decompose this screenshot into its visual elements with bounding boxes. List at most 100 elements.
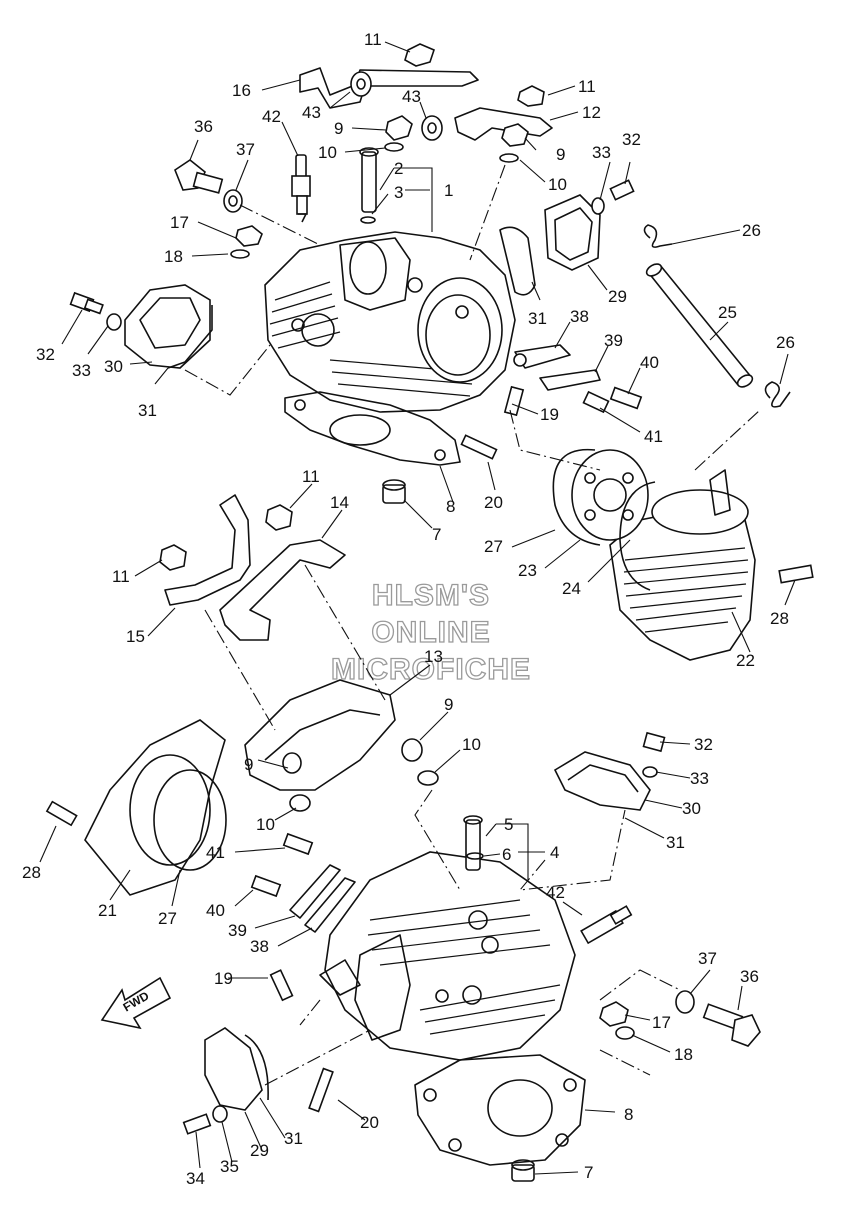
callout-40: 40 (640, 353, 659, 372)
nut-17-upper (230, 225, 263, 259)
watermark: HLSM'S ONLINE MICROFICHE (330, 578, 531, 686)
callout-27: 27 (484, 537, 503, 556)
rear-cylinder-head (264, 231, 516, 413)
callout-43: 43 (402, 87, 421, 106)
watermark-line-3: MICROFICHE (331, 653, 531, 686)
front-head-fins (367, 899, 561, 1035)
watermark-line-2: ONLINE (371, 616, 490, 649)
callout-13: 13 (424, 647, 443, 666)
tappet-cover-left (69, 284, 213, 369)
callout-8: 8 (624, 1105, 633, 1124)
callout-18: 18 (674, 1045, 693, 1064)
callout-23: 23 (518, 561, 537, 580)
stud-20-upper (460, 385, 525, 460)
callout-33: 33 (690, 769, 709, 788)
callout-30: 30 (104, 357, 123, 376)
callout-37: 37 (698, 949, 717, 968)
head-gasket-upper (284, 391, 461, 504)
callout-36: 36 (740, 967, 759, 986)
callout-31: 31 (528, 309, 547, 328)
callout-10: 10 (318, 143, 337, 162)
callout-41: 41 (644, 427, 663, 446)
breather-hose (643, 224, 791, 408)
callout-31: 31 (666, 833, 685, 852)
tappet-cover-lower-right (553, 731, 666, 811)
callout-34: 34 (186, 1169, 205, 1188)
callout-19: 19 (540, 405, 559, 424)
lower-brackets (159, 494, 439, 812)
callout-11: 11 (364, 30, 382, 49)
callout-33: 33 (592, 143, 611, 162)
callout-11: 11 (112, 567, 130, 586)
callout-10: 10 (548, 175, 567, 194)
cylinder-fins (623, 547, 749, 633)
callout-9: 9 (244, 755, 253, 774)
callout-18: 18 (164, 247, 183, 266)
callout-10: 10 (462, 735, 481, 754)
callout-35: 35 (220, 1157, 239, 1176)
bolt-36-upper (174, 159, 243, 213)
head-gasket-lower (308, 1054, 586, 1182)
callout-14: 14 (330, 493, 349, 512)
valve-guide-upper (359, 147, 379, 224)
callout-26: 26 (776, 333, 795, 352)
callout-19: 19 (214, 969, 233, 988)
spark-plug-lower (580, 905, 633, 945)
callout-11: 11 (302, 467, 320, 486)
callout-41: 41 (206, 843, 225, 862)
callout-1: 1 (444, 181, 453, 200)
callout-30: 30 (682, 799, 701, 818)
leader-lines (39, 41, 796, 1175)
callout-17: 17 (652, 1013, 671, 1032)
callout-42: 42 (262, 107, 281, 126)
tappet-cover-lower-left (182, 1027, 269, 1135)
callout-29: 29 (608, 287, 627, 306)
callout-11: 11 (578, 77, 596, 96)
callout-39: 39 (228, 921, 247, 940)
callout-33: 33 (72, 361, 91, 380)
callout-4: 4 (550, 843, 559, 862)
callout-25: 25 (718, 303, 737, 322)
callout-20: 20 (484, 493, 503, 512)
callout-28: 28 (22, 863, 41, 882)
callout-3: 3 (394, 183, 403, 202)
callout-36: 36 (194, 117, 213, 136)
callout-24: 24 (562, 579, 581, 598)
watermark-line-1: HLSM'S (372, 579, 490, 612)
callout-9: 9 (556, 145, 565, 164)
front-cylinder-head (319, 851, 576, 1061)
callout-21: 21 (98, 901, 117, 920)
callout-6: 6 (502, 845, 511, 864)
callout-12: 12 (582, 103, 601, 122)
fwd-arrow: FWD (100, 976, 172, 1030)
callout-22: 22 (736, 651, 755, 670)
link-plates-upper (513, 344, 643, 414)
callout-31: 31 (284, 1129, 303, 1148)
callout-32: 32 (36, 345, 55, 364)
callout-37: 37 (236, 140, 255, 159)
callout-9: 9 (444, 695, 453, 714)
exhaust-shield (45, 719, 227, 896)
callout-31: 31 (138, 401, 157, 420)
callout-labels: 11 16 43 43 11 12 36 42 9 9 10 2 1 3 10 … (22, 30, 795, 1188)
callout-9: 9 (334, 119, 343, 138)
callout-15: 15 (126, 627, 145, 646)
callout-16: 16 (232, 81, 251, 100)
callout-40: 40 (206, 901, 225, 920)
callout-17: 17 (170, 213, 189, 232)
callout-42: 42 (546, 883, 565, 902)
callout-5: 5 (504, 815, 513, 834)
tappet-cover-right (499, 179, 635, 296)
callout-7: 7 (432, 525, 441, 544)
callout-8: 8 (446, 497, 455, 516)
callout-20: 20 (360, 1113, 379, 1132)
callout-32: 32 (622, 130, 641, 149)
callout-29: 29 (250, 1141, 269, 1160)
callout-10: 10 (256, 815, 275, 834)
callout-39: 39 (604, 331, 623, 350)
cylinder-rear (552, 448, 814, 661)
upper-brackets (299, 43, 553, 163)
bolt-36-lower (599, 990, 761, 1047)
assembly-lines (184, 164, 761, 1086)
